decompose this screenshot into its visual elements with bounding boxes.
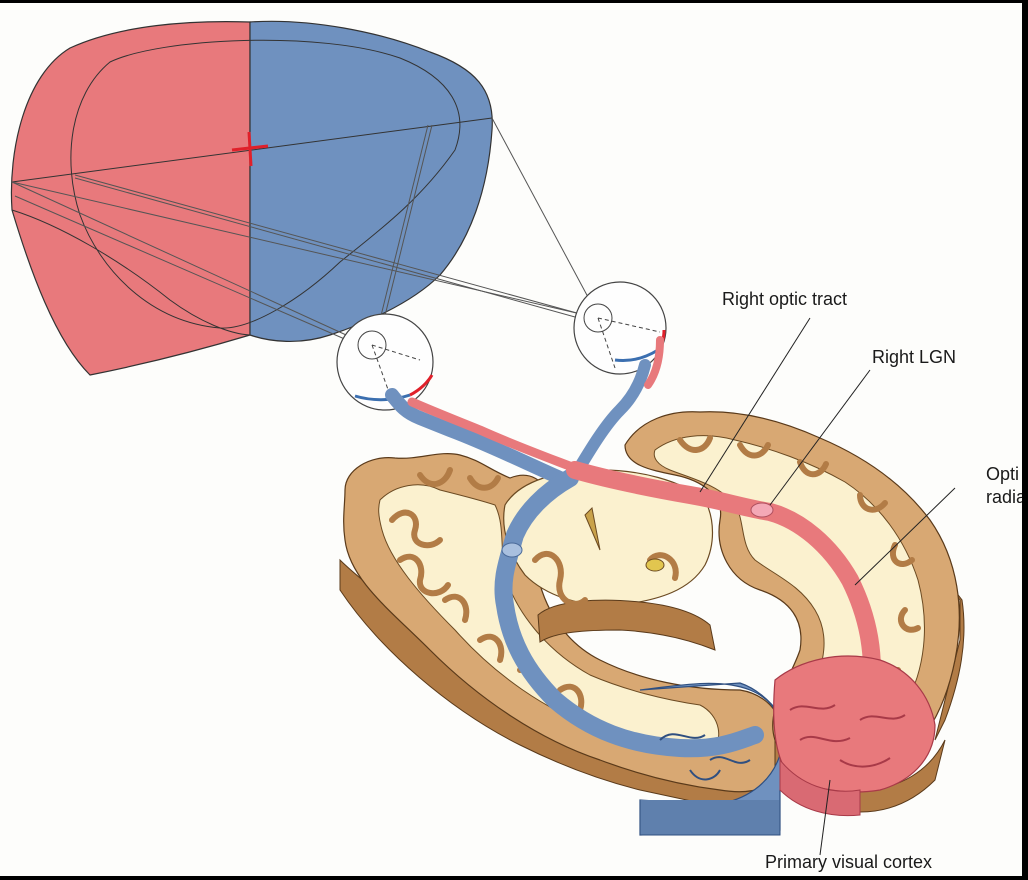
right-lgn — [751, 503, 773, 517]
aqueduct — [646, 559, 664, 571]
left-lgn — [502, 543, 522, 557]
label-primary-visual-cortex: Primary visual cortex — [765, 852, 932, 872]
right-border — [1022, 0, 1028, 880]
left-eye — [337, 314, 433, 410]
label-optic-radiation-line1: Opti — [986, 464, 1019, 484]
right-eye — [574, 282, 666, 374]
right-visual-field — [250, 21, 492, 341]
label-right-optic-tract: Right optic tract — [722, 289, 847, 309]
top-border — [0, 0, 1028, 3]
label-optic-radiation-line2: radia — [986, 487, 1026, 507]
label-right-lgn: Right LGN — [872, 347, 956, 367]
bottom-border — [0, 876, 1028, 880]
